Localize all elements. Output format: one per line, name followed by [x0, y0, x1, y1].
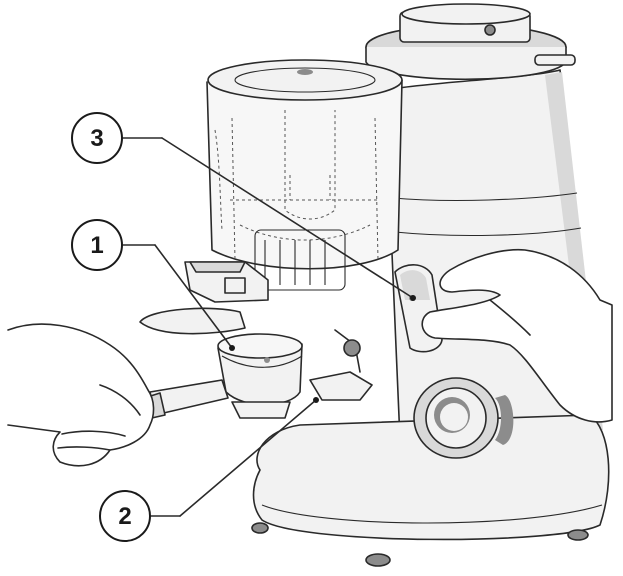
portafilter: [137, 329, 373, 421]
doser-fork: [139, 261, 269, 335]
callout-2: 2: [99, 490, 151, 542]
callout-1: 1: [71, 219, 123, 271]
leader-line-3b: [161, 137, 414, 299]
callout-leaders: [121, 137, 416, 517]
top-cap: [365, 3, 576, 80]
left-hand: [7, 323, 155, 467]
leader-dot-2: [313, 397, 319, 403]
callout-3-label: 3: [90, 125, 103, 152]
adjustment-knob: [413, 377, 514, 459]
callout-2-label: 2: [118, 503, 131, 530]
leader-line-1b: [154, 244, 233, 349]
leader-line-2b: [179, 399, 317, 517]
callout-1-label: 1: [90, 232, 103, 259]
right-hand: [421, 248, 613, 423]
callout-3: 3: [71, 112, 123, 164]
leader-dot-3: [410, 295, 416, 301]
bean-hopper: [206, 59, 403, 291]
leader-dot-1: [229, 345, 235, 351]
